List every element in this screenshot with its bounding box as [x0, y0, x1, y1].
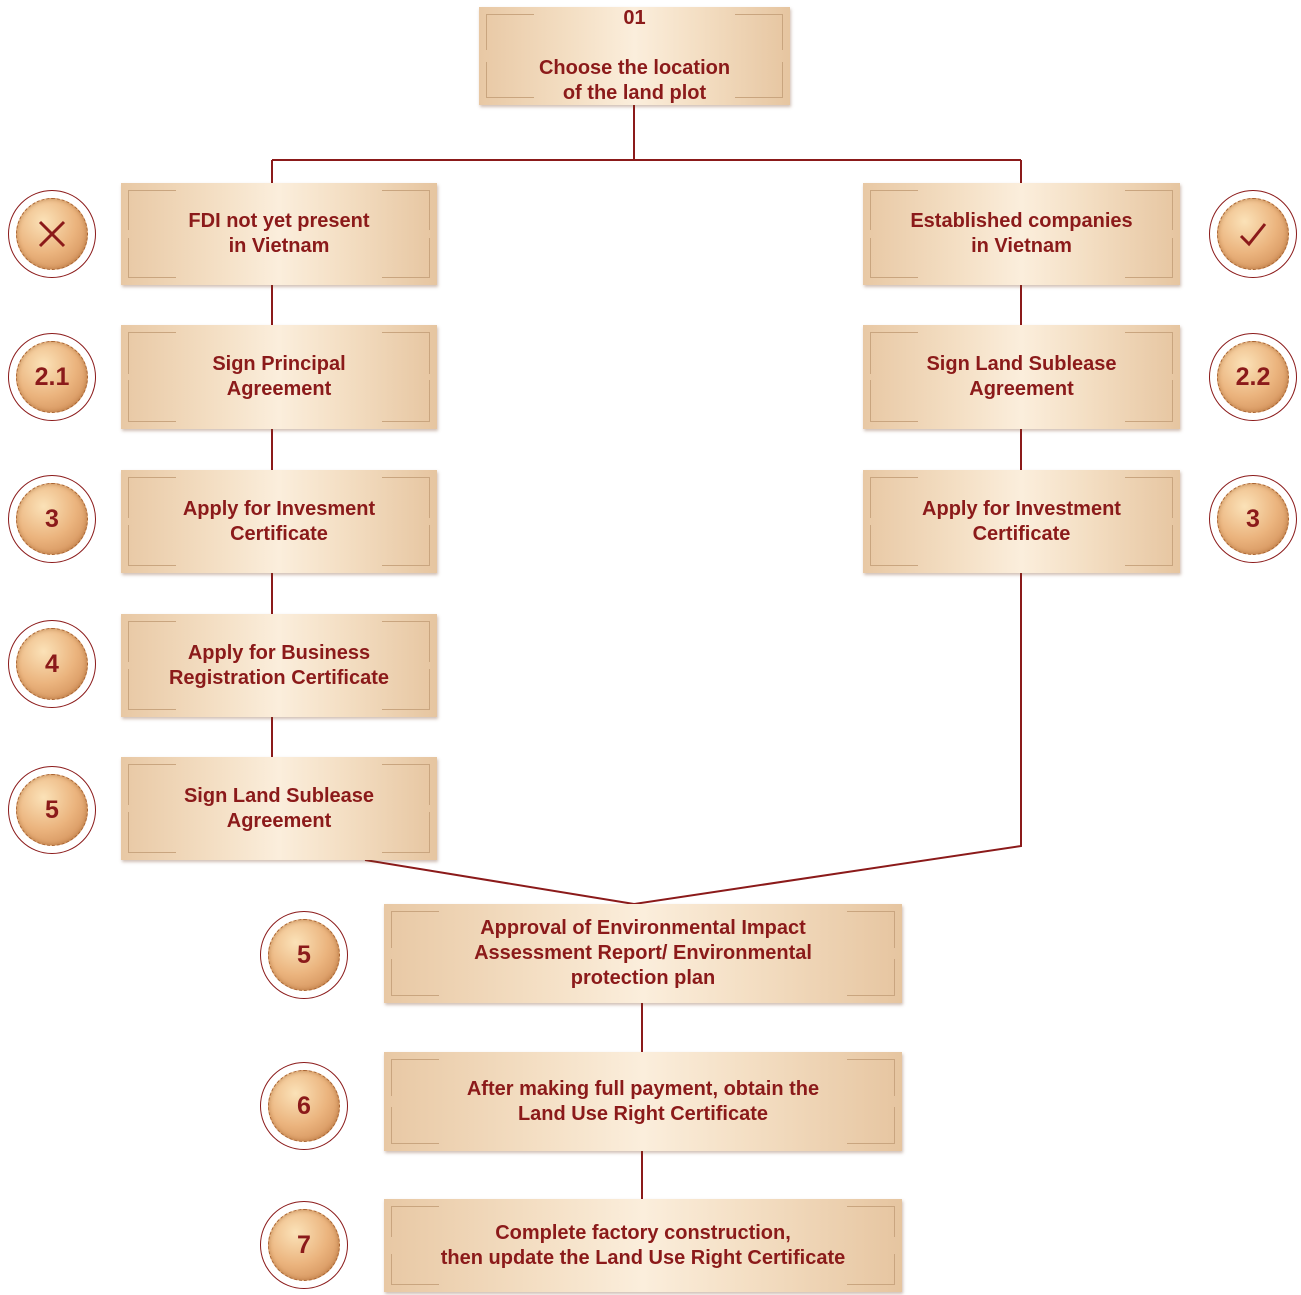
step-badge-number: 3 — [16, 483, 88, 555]
environmental-approval-label: Approval of Environmental Impact Assessm… — [474, 917, 812, 989]
sign-principal-agreement-box: Sign Principal Agreement — [121, 325, 437, 429]
step-badge-number: 2.2 — [1217, 341, 1289, 413]
step-01-label: Choose the location of the land plot — [538, 57, 731, 104]
step-badge: 4 — [8, 620, 96, 708]
step-badge: 5 — [260, 911, 348, 999]
fdi-not-present-box: FDI not yet present in Vietnam — [121, 183, 437, 285]
apply-investment-certificate-right-box: Apply for Investment Certificate — [863, 470, 1180, 573]
factory-construction-box: Complete factory construction, then upda… — [384, 1199, 902, 1292]
check-icon — [1239, 223, 1267, 247]
sign-land-sublease-left-box: Sign Land Sublease Agreement — [121, 757, 437, 860]
apply-business-registration-box: Apply for Business Registration Certific… — [121, 614, 437, 717]
established-companies-box: Established companies in Vietnam — [863, 183, 1180, 285]
step-badge: 3 — [8, 475, 96, 563]
sign-land-sublease-right-box: Sign Land Sublease Agreement — [863, 325, 1180, 429]
sign-land-sublease-right-label: Sign Land Sublease Agreement — [926, 353, 1117, 400]
step-badge-number: 6 — [268, 1070, 340, 1142]
land-use-right-certificate-box: After making full payment, obtain the La… — [384, 1052, 902, 1151]
step-badge-number: 3 — [1217, 483, 1289, 555]
step-badge: 2.2 — [1209, 333, 1297, 421]
step-01-box: 01 Choose the location of the land plot — [479, 7, 790, 105]
step-01-number: 01 — [623, 7, 646, 29]
step-badge: 6 — [260, 1062, 348, 1150]
step-badge: 5 — [8, 766, 96, 854]
x-icon — [38, 220, 66, 248]
land-use-right-certificate-label: After making full payment, obtain the La… — [466, 1077, 820, 1125]
step-badge: 7 — [260, 1201, 348, 1289]
fdi-not-present-label: FDI not yet present in Vietnam — [188, 210, 370, 257]
step-badge-number: 4 — [16, 628, 88, 700]
sign-land-sublease-left-label: Sign Land Sublease Agreement — [183, 784, 375, 832]
apply-investment-certificate-box: Apply for Invesment Certificate — [121, 470, 437, 573]
check-icon-badge — [1209, 190, 1297, 278]
environmental-approval-box: Approval of Environmental Impact Assessm… — [384, 904, 902, 1003]
established-companies-label: Established companies in Vietnam — [910, 210, 1133, 257]
step-badge-number: 5 — [16, 774, 88, 846]
apply-investment-certificate-right-label: Apply for Investment Certificate — [922, 497, 1121, 545]
apply-investment-certificate-label: Apply for Invesment Certificate — [182, 497, 376, 545]
step-badge-number: 2.1 — [16, 341, 88, 413]
sign-principal-agreement-label: Sign Principal Agreement — [212, 353, 346, 400]
apply-business-registration-label: Apply for Business Registration Certific… — [168, 641, 390, 689]
factory-construction-label: Complete factory construction, then upda… — [440, 1221, 846, 1269]
step-badge: 2.1 — [8, 333, 96, 421]
step-badge-number: 5 — [268, 919, 340, 991]
step-badge-number: 7 — [268, 1209, 340, 1281]
x-icon-badge — [8, 190, 96, 278]
step-badge: 3 — [1209, 475, 1297, 563]
